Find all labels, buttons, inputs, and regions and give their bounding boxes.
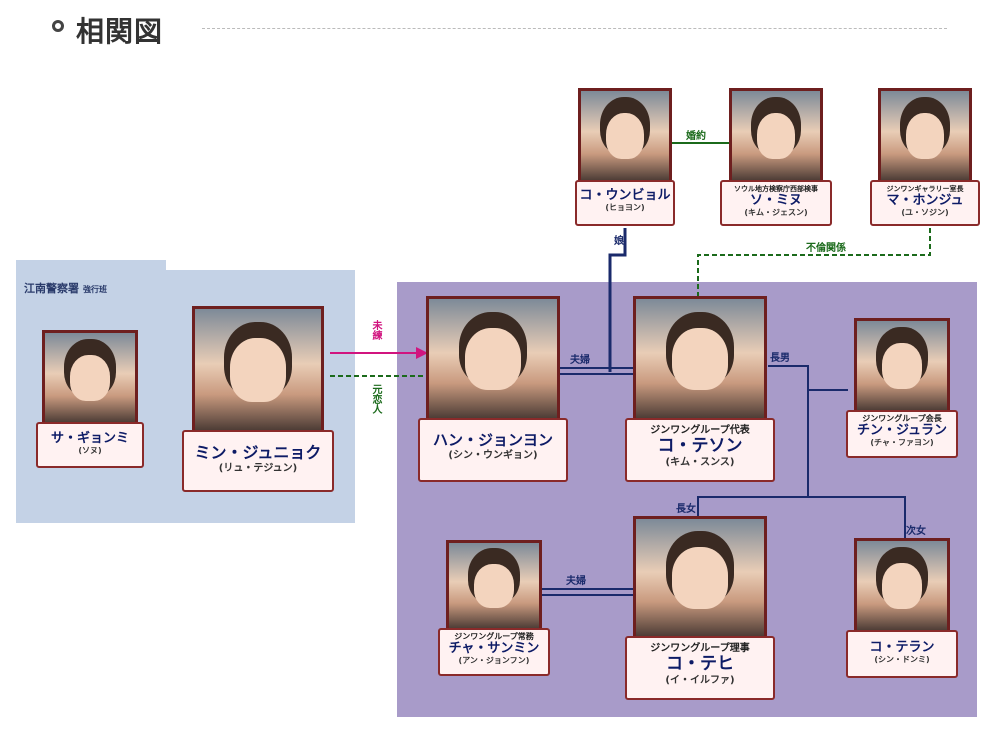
- person-ko-teson[interactable]: ジンワングループ代表 コ・テソン (キム・スンス): [625, 296, 775, 486]
- name-plate: サ・ギョンミ (ソヌ): [36, 422, 144, 468]
- person-so-minu[interactable]: ソウル地方検察庁西部検事 ソ・ミヌ (キム・ジェスン): [720, 88, 832, 228]
- name-plate: コ・ウンビョル (ヒョヨン): [575, 180, 675, 226]
- actor-name: (イ・イルファ): [665, 674, 735, 686]
- person-name: コ・テラン: [869, 640, 935, 655]
- relation-unmarried: 未練: [370, 320, 381, 340]
- name-plate: ジンワングループ理事 コ・テヒ (イ・イルファ): [625, 636, 775, 700]
- person-name: ソ・ミヌ: [749, 193, 802, 208]
- portrait-photo: [42, 330, 138, 426]
- portrait-photo: [633, 516, 767, 640]
- person-name: チン・ジュラン: [856, 423, 948, 438]
- person-role: ジンワングループ理事: [650, 643, 750, 654]
- police-area-sublabel: 強行班: [83, 285, 107, 294]
- actor-name: (ユ・ソジン): [901, 208, 949, 218]
- relation-second-daughter: 次女: [906, 526, 926, 537]
- relation-eldest-son: 長男: [770, 353, 790, 364]
- person-name: マ・ホンジュ: [886, 193, 964, 208]
- name-plate: ミン・ジュニョク (リュ・テジュン): [182, 430, 334, 492]
- person-ko-teran[interactable]: コ・テラン (シン・ドンミ): [846, 538, 958, 682]
- relation-affair: 不倫関係: [806, 243, 846, 254]
- name-plate: ジンワンギャラリー室長 マ・ホンジュ (ユ・ソジン): [870, 180, 980, 226]
- daughter-line: [608, 228, 627, 372]
- person-name: ハン・ジョンヨン: [432, 431, 553, 449]
- person-cha-sanmin[interactable]: ジンワングループ常務 チャ・サンミン (アン・ジョンフン): [438, 540, 550, 680]
- eldest-daughter-line: [697, 496, 808, 518]
- person-name: コ・ウンビョル: [579, 188, 671, 203]
- relation-couple-2: 夫婦: [566, 576, 586, 587]
- second-daughter-line: [808, 496, 906, 540]
- relation-couple-1: 夫婦: [570, 355, 590, 366]
- person-ko-unbyol[interactable]: コ・ウンビョル (ヒョヨン): [575, 88, 675, 228]
- actor-name: (アン・ジョンフン): [458, 656, 530, 666]
- actor-name: (キム・スンス): [665, 456, 735, 468]
- circle-bullet-icon: [52, 20, 64, 32]
- portrait-photo: [854, 538, 950, 634]
- portrait-photo: [426, 296, 560, 422]
- relation-engaged: 婚約: [686, 131, 706, 142]
- name-plate: ジンワングループ常務 チャ・サンミン (アン・ジョンフン): [438, 628, 550, 676]
- person-name: チャ・サンミン: [448, 641, 540, 656]
- portrait-photo: [578, 88, 672, 184]
- actor-name: (シン・ウンギョン): [448, 449, 538, 461]
- name-plate: ジンワングループ会長 チン・ジュラン (チャ・ファヨン): [846, 410, 958, 458]
- name-plate: ハン・ジョンヨン (シン・ウンギョン): [418, 418, 568, 482]
- page-title: 相関図: [76, 15, 164, 48]
- person-min-junyok[interactable]: ミン・ジュニョク (リュ・テジュン): [182, 306, 334, 494]
- portrait-photo: [633, 296, 767, 422]
- portrait-photo: [192, 306, 324, 434]
- actor-name: (ヒョヨン): [605, 203, 645, 213]
- person-role: ジンワングループ代表: [650, 425, 750, 436]
- person-name: コ・テソン: [657, 436, 743, 456]
- portrait-photo: [446, 540, 542, 632]
- person-role: ジンワンギャラリー室長: [886, 185, 964, 193]
- name-plate: ジンワングループ代表 コ・テソン (キム・スンス): [625, 418, 775, 482]
- affair-line: [697, 228, 931, 300]
- header-divider: [202, 28, 947, 29]
- name-plate: ソウル地方検察庁西部検事 ソ・ミヌ (キム・ジェスン): [720, 180, 832, 226]
- person-sa-gyonmi[interactable]: サ・ギョンミ (ソヌ): [36, 330, 144, 470]
- actor-name: (チャ・ファヨン): [870, 438, 934, 448]
- person-chin-juran[interactable]: ジンワングループ会長 チン・ジュラン (チャ・ファヨン): [846, 318, 958, 462]
- portrait-photo: [854, 318, 950, 414]
- actor-name: (リュ・テジュン): [218, 462, 298, 474]
- name-plate: コ・テラン (シン・ドンミ): [846, 630, 958, 678]
- person-ko-tehi[interactable]: ジンワングループ理事 コ・テヒ (イ・イルファ): [625, 516, 775, 706]
- person-role: ジンワングループ会長: [862, 414, 942, 423]
- relation-daughter: 娘: [614, 236, 624, 247]
- police-area-label: 江南警察署強行班: [24, 280, 107, 296]
- relation-ex-lover: 元恋人: [370, 384, 381, 414]
- person-role: ソウル地方検察庁西部検事: [734, 185, 818, 193]
- portrait-photo: [878, 88, 972, 184]
- person-han-jonyon[interactable]: ハン・ジョンヨン (シン・ウンギョン): [418, 296, 568, 486]
- portrait-photo: [729, 88, 823, 184]
- person-name: コ・テヒ: [666, 654, 734, 674]
- relation-eldest-daughter: 長女: [676, 504, 696, 515]
- eldest-son-line: [768, 365, 848, 391]
- person-name: サ・ギョンミ: [50, 431, 129, 446]
- actor-name: (キム・ジェスン): [744, 208, 808, 218]
- person-ma-honju[interactable]: ジンワンギャラリー室長 マ・ホンジュ (ユ・ソジン): [870, 88, 980, 228]
- actor-name: (ソヌ): [78, 446, 102, 456]
- unmarried-arrowhead: [416, 347, 428, 359]
- police-area-title: 江南警察署: [24, 282, 79, 295]
- actor-name: (シン・ドンミ): [874, 655, 930, 665]
- person-name: ミン・ジュニョク: [194, 443, 322, 462]
- person-role: ジンワングループ常務: [454, 632, 534, 641]
- section-header: 相関図: [52, 8, 952, 48]
